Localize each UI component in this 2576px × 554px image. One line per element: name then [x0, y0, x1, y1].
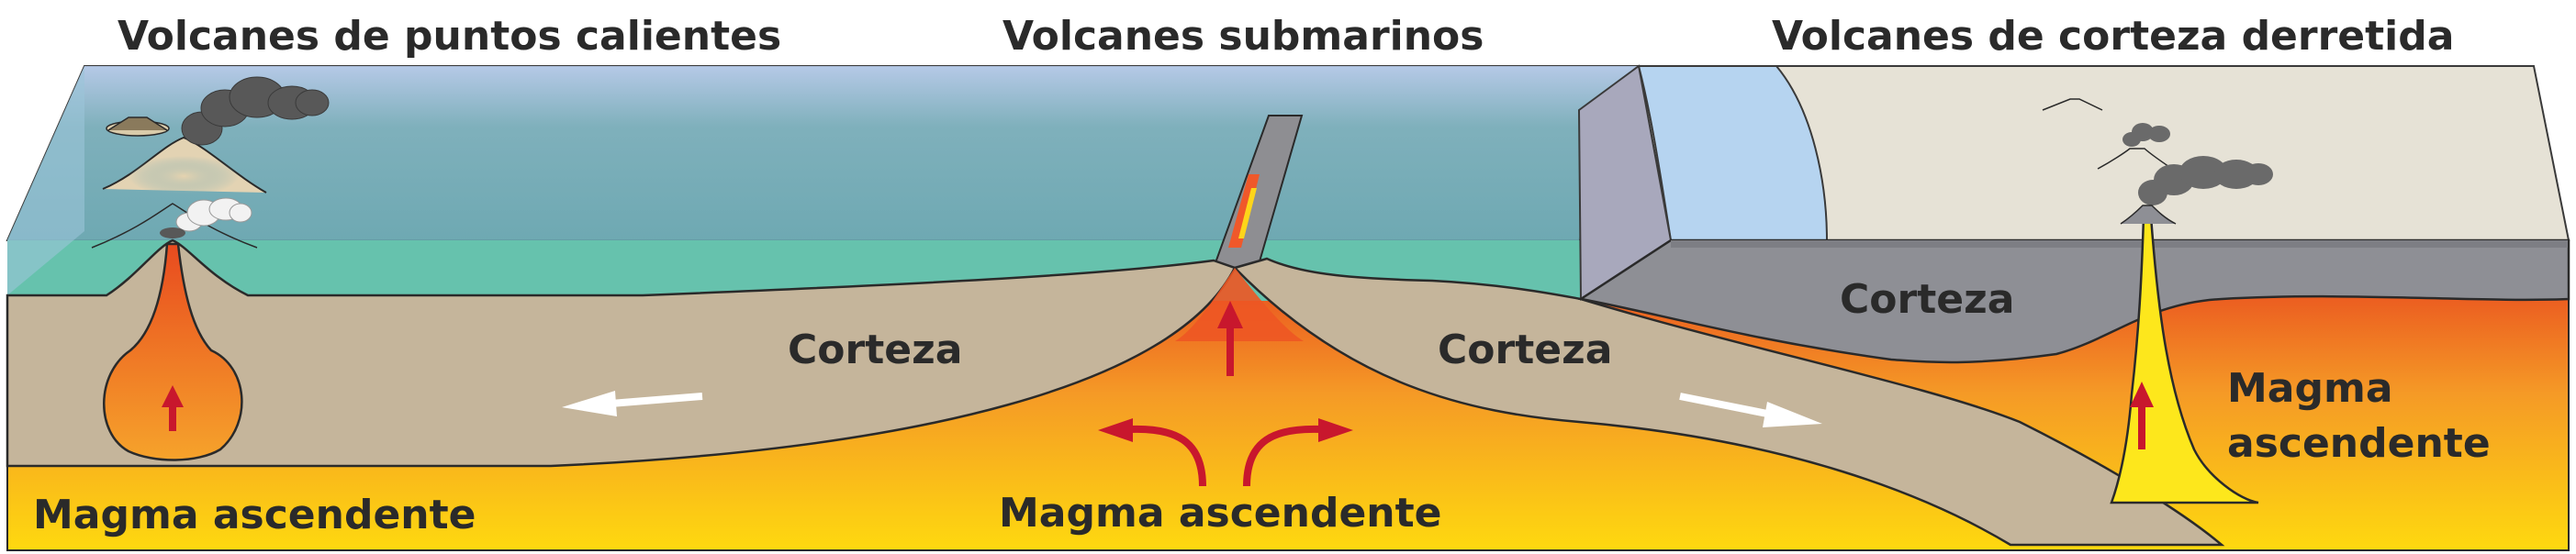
hotspot-vent-smoke [160, 227, 185, 238]
title-hotspot-volcanoes: Volcanes de puntos calientes [118, 13, 782, 60]
hotspot-island-chain [91, 116, 267, 249]
ocean-left-side [7, 66, 84, 295]
hotspot-steam [175, 197, 252, 232]
label-crust-right: Corteza [1840, 276, 2015, 323]
label-magma-center: Magma ascendente [999, 490, 1442, 537]
ridge-rift-magma-inner [1238, 188, 1257, 238]
continental-volcano-main [2120, 205, 2177, 225]
title-melted-crust-volcanoes: Volcanes de corteza derretida [1772, 13, 2455, 60]
oceanic-crust-left [6, 238, 1237, 468]
plate-motion-arrow-left [562, 391, 703, 416]
title-submarine-volcanoes: Volcanes submarinos [1002, 13, 1484, 60]
label-crust-middle: Corteza [1438, 327, 1613, 373]
ocean-water [7, 66, 1639, 240]
subduction-conduit [2110, 215, 2259, 504]
continental-smoke [2122, 123, 2273, 205]
label-crust-left: Corteza [788, 327, 963, 373]
label-magma-right-line2: ascendente [2227, 420, 2491, 467]
label-magma-left: Magma ascendente [33, 492, 476, 538]
hotspot-smoke [181, 76, 330, 146]
ridge-magma-chamber [1175, 268, 1304, 341]
diverging-arrow-right [1243, 418, 1353, 487]
rising-magma-arrow-ridge [1217, 301, 1243, 376]
diverging-arrow-left [1098, 418, 1206, 487]
plate-motion-arrow-right [1679, 393, 1822, 427]
continental-volcano-small [2042, 98, 2178, 173]
block-outline [6, 240, 2570, 551]
label-magma-right-line1: Magma [2227, 365, 2393, 412]
hotspot-plume [103, 242, 243, 461]
oceanic-crust-right [1232, 257, 2225, 547]
rising-magma-arrow-right [2130, 382, 2154, 449]
continent-front-band [1671, 240, 2569, 248]
rising-magma-arrow-left [162, 385, 184, 431]
continental-crust [1577, 238, 2570, 364]
